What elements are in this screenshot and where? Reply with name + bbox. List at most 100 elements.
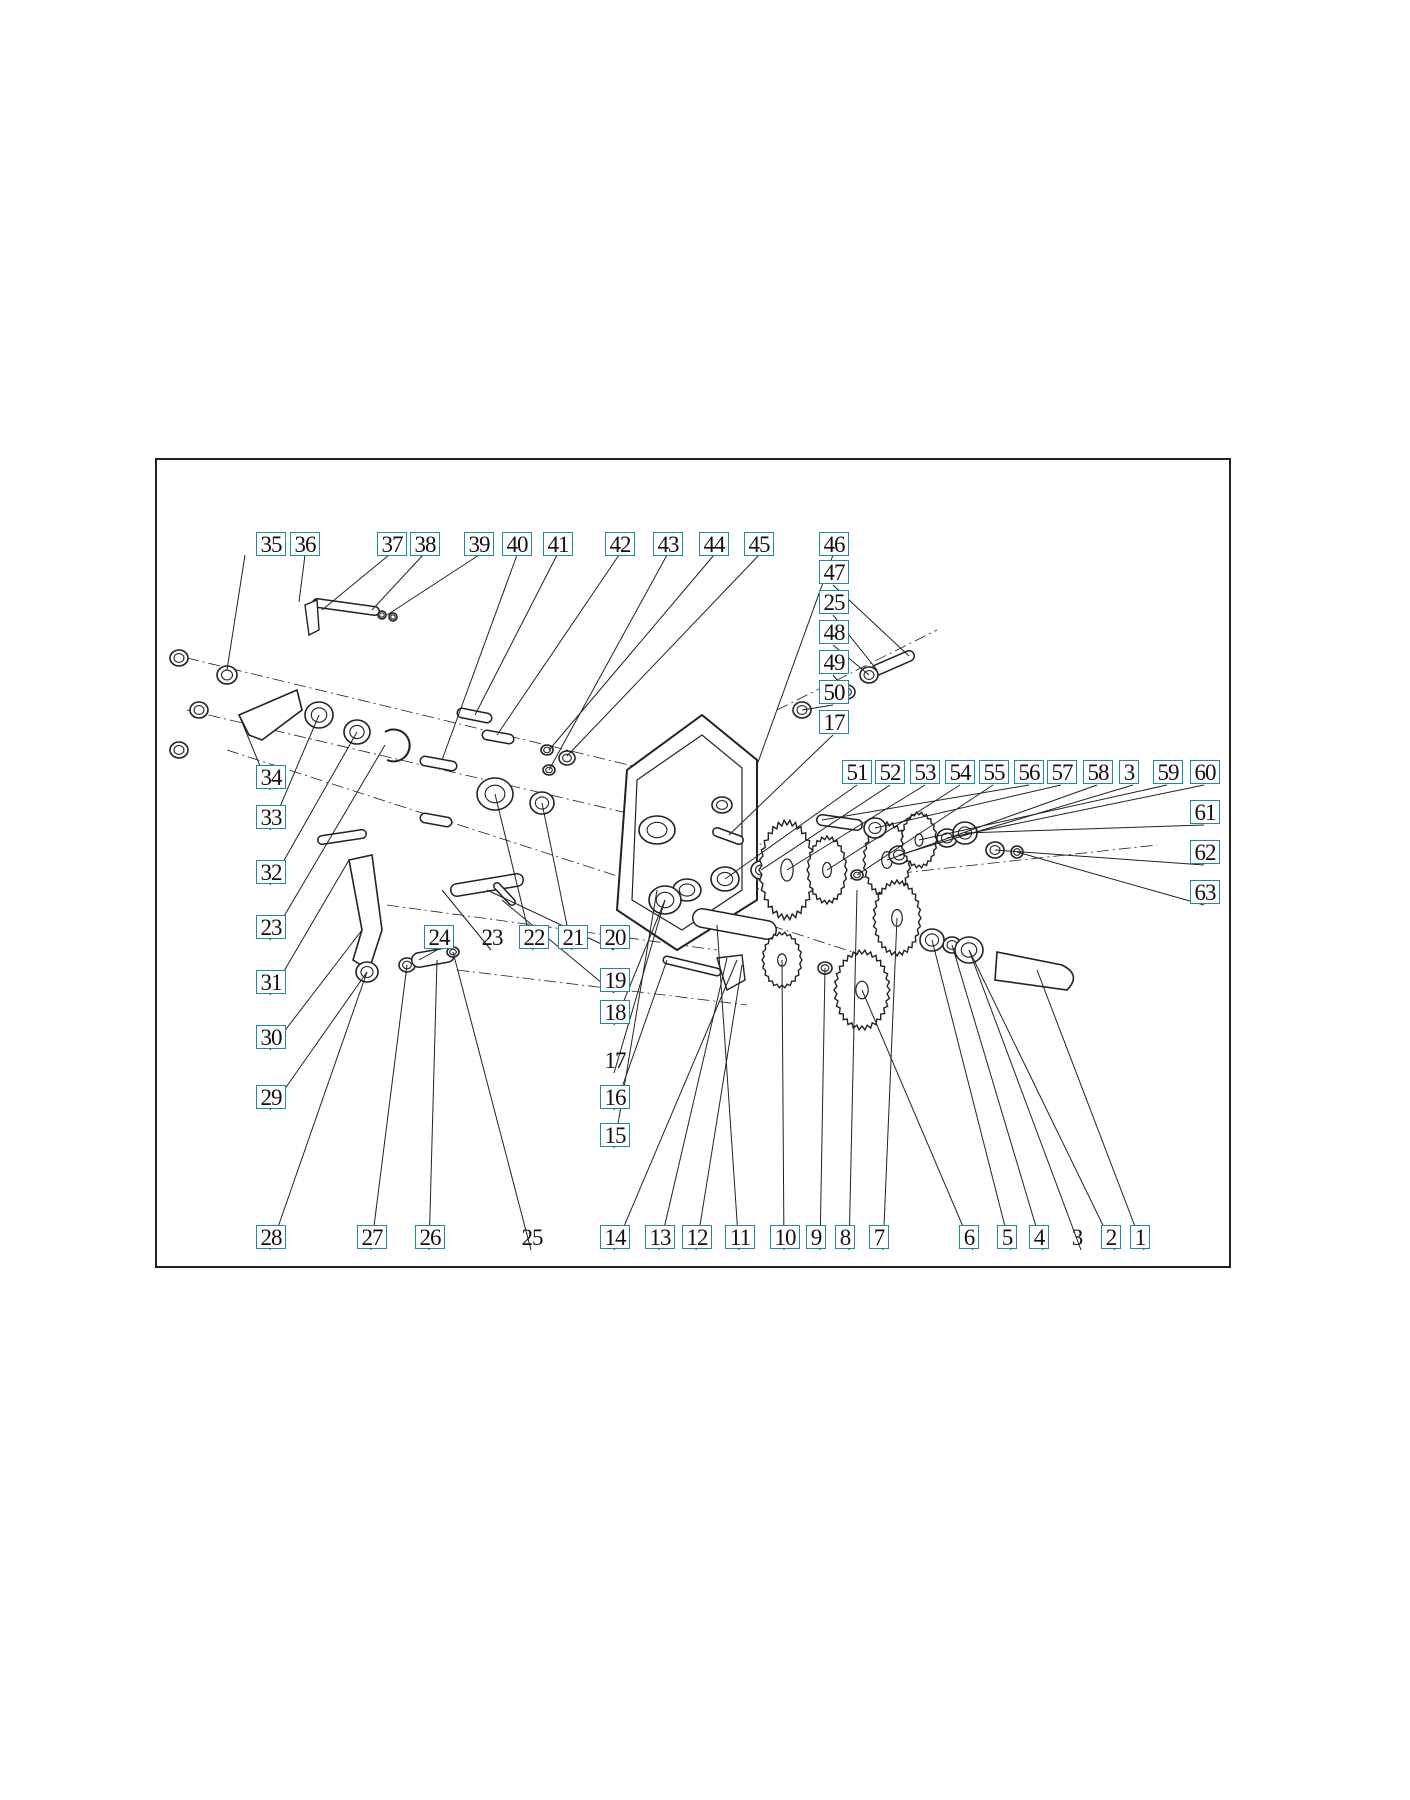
- bearing-33-bore: [310, 707, 328, 723]
- collar-48-bore: [863, 670, 875, 680]
- ring-22-bore: [484, 784, 506, 804]
- callout-bottom-labels-17: 1: [1130, 1225, 1150, 1250]
- callout-inner-labels-5: 19: [600, 968, 630, 993]
- leader-line-16: [548, 554, 715, 751]
- leader-line-53: [613, 899, 666, 1074]
- leader-line-33: [898, 784, 1134, 856]
- housing-bore-upper: [638, 815, 676, 845]
- leader-line-30: [821, 784, 1030, 821]
- callout-right-column-labels-2: 48: [819, 620, 849, 645]
- leader-line-46: [418, 949, 438, 961]
- leader-line-10: [371, 554, 424, 611]
- callout-bottom-labels-4: 14: [600, 1225, 630, 1250]
- callout-inner-labels-2: 22: [519, 925, 549, 950]
- leader-line-17: [566, 554, 760, 757]
- leader-line-8: [298, 554, 306, 603]
- clip-39a: [377, 610, 387, 620]
- callout-left-column-labels-0: 34: [256, 765, 286, 790]
- pin-42-fill: [483, 731, 513, 743]
- shift-fork-34: [237, 688, 303, 741]
- callout-bottom-labels-0: 28: [256, 1225, 286, 1250]
- leader-line-29: [856, 784, 994, 876]
- callout-bottom-labels-10: 8: [835, 1225, 855, 1250]
- shift-shaft-20-fill: [451, 874, 523, 896]
- nut-50-bore: [796, 705, 808, 715]
- callout-inner-labels-8: 16: [600, 1085, 630, 1110]
- leader-line-59: [452, 951, 532, 1251]
- leader-line-62: [695, 964, 743, 1251]
- lever-hub-28-bore: [360, 965, 374, 979]
- bushing-left-mid-bore: [193, 705, 205, 715]
- center-axis-1: [186, 709, 778, 849]
- callout-middle-row-labels-1: 52: [875, 760, 905, 785]
- leader-line-24: [728, 734, 834, 836]
- callout-inner-labels-1: 23: [481, 925, 504, 950]
- bearing-16-bore: [655, 891, 675, 909]
- callout-left-column-labels-6: 29: [256, 1085, 286, 1110]
- leader-line-11: [386, 554, 480, 616]
- oring-25-bore: [449, 948, 457, 956]
- callout-bottom-labels-13: 5: [997, 1225, 1017, 1250]
- callout-top-labels-5: 40: [502, 532, 532, 557]
- leader-line-68: [861, 989, 974, 1251]
- bushing-left-top: [169, 649, 189, 667]
- callout-top-labels-7: 42: [605, 532, 635, 557]
- callout-left-column-labels-3: 23: [256, 915, 286, 940]
- leader-line-50: [486, 889, 615, 951]
- leader-line-64: [781, 959, 785, 1251]
- callout-top-labels-9: 44: [699, 532, 729, 557]
- callout-left-column-labels-2: 32: [256, 860, 286, 885]
- leader-line-70: [951, 944, 1044, 1251]
- leader-line-38: [1016, 851, 1205, 906]
- leader-line-45: [269, 971, 368, 1111]
- callout-middle-row-labels-7: 58: [1083, 760, 1113, 785]
- leader-line-56: [269, 971, 368, 1251]
- shift-rod-38-fill: [313, 599, 379, 615]
- pin-41-fill: [458, 709, 491, 722]
- leader-line-34: [918, 784, 1168, 841]
- callout-top-labels-4: 39: [464, 532, 494, 557]
- callout-right-column-labels-4: 50: [819, 680, 849, 705]
- callout-bottom-labels-12: 6: [959, 1225, 979, 1250]
- pin-40-fill: [421, 757, 456, 770]
- callout-top-labels-6: 41: [543, 532, 573, 557]
- callout-bottom-labels-2: 26: [415, 1225, 445, 1250]
- leader-line-48: [494, 793, 534, 951]
- center-axis-3: [386, 904, 718, 951]
- leader-line-60: [613, 959, 738, 1251]
- center-axis-4: [456, 969, 748, 1006]
- bushing-left-bottom: [169, 741, 189, 759]
- callout-top-labels-3: 38: [410, 532, 440, 557]
- callout-right-column-labels-0: 47: [819, 560, 849, 585]
- shaft-56-fill: [817, 815, 862, 830]
- leader-line-61: [658, 957, 728, 1251]
- bearing-51-bore: [716, 871, 734, 887]
- callout-right-column-labels-1: 25: [819, 590, 849, 615]
- pin-31-fill: [318, 830, 366, 844]
- callout-far-right-labels-2: 63: [1190, 880, 1220, 905]
- bushing-35: [216, 665, 238, 685]
- housing-bore-lower-bore: [678, 883, 696, 897]
- callout-bottom-labels-14: 4: [1029, 1225, 1049, 1250]
- callout-bottom-labels-8: 10: [770, 1225, 800, 1250]
- callout-bottom-labels-7: 11: [725, 1225, 755, 1250]
- callout-top-labels-0: 35: [256, 532, 286, 557]
- shaft-47-fill: [872, 651, 914, 675]
- callout-middle-row-labels-2: 53: [910, 760, 940, 785]
- callout-inner-labels-6: 18: [600, 1000, 630, 1025]
- leader-line-13: [474, 554, 558, 716]
- shift-fork-37: [304, 598, 320, 637]
- callout-inner-labels-3: 21: [558, 925, 588, 950]
- pin-19-fill: [494, 883, 515, 905]
- bushing-45-bore: [562, 753, 572, 763]
- bushing-left-mid: [189, 701, 209, 719]
- leader-line-35: [946, 784, 1205, 839]
- housing-bore-right-bore: [715, 800, 729, 810]
- callout-left-column-labels-5: 30: [256, 1025, 286, 1050]
- leader-line-25: [724, 784, 858, 880]
- callout-middle-row-labels-9: 59: [1153, 760, 1183, 785]
- callout-bottom-labels-9: 9: [806, 1225, 826, 1250]
- leader-line-73: [1036, 969, 1145, 1251]
- callout-bottom-labels-16: 2: [1101, 1225, 1121, 1250]
